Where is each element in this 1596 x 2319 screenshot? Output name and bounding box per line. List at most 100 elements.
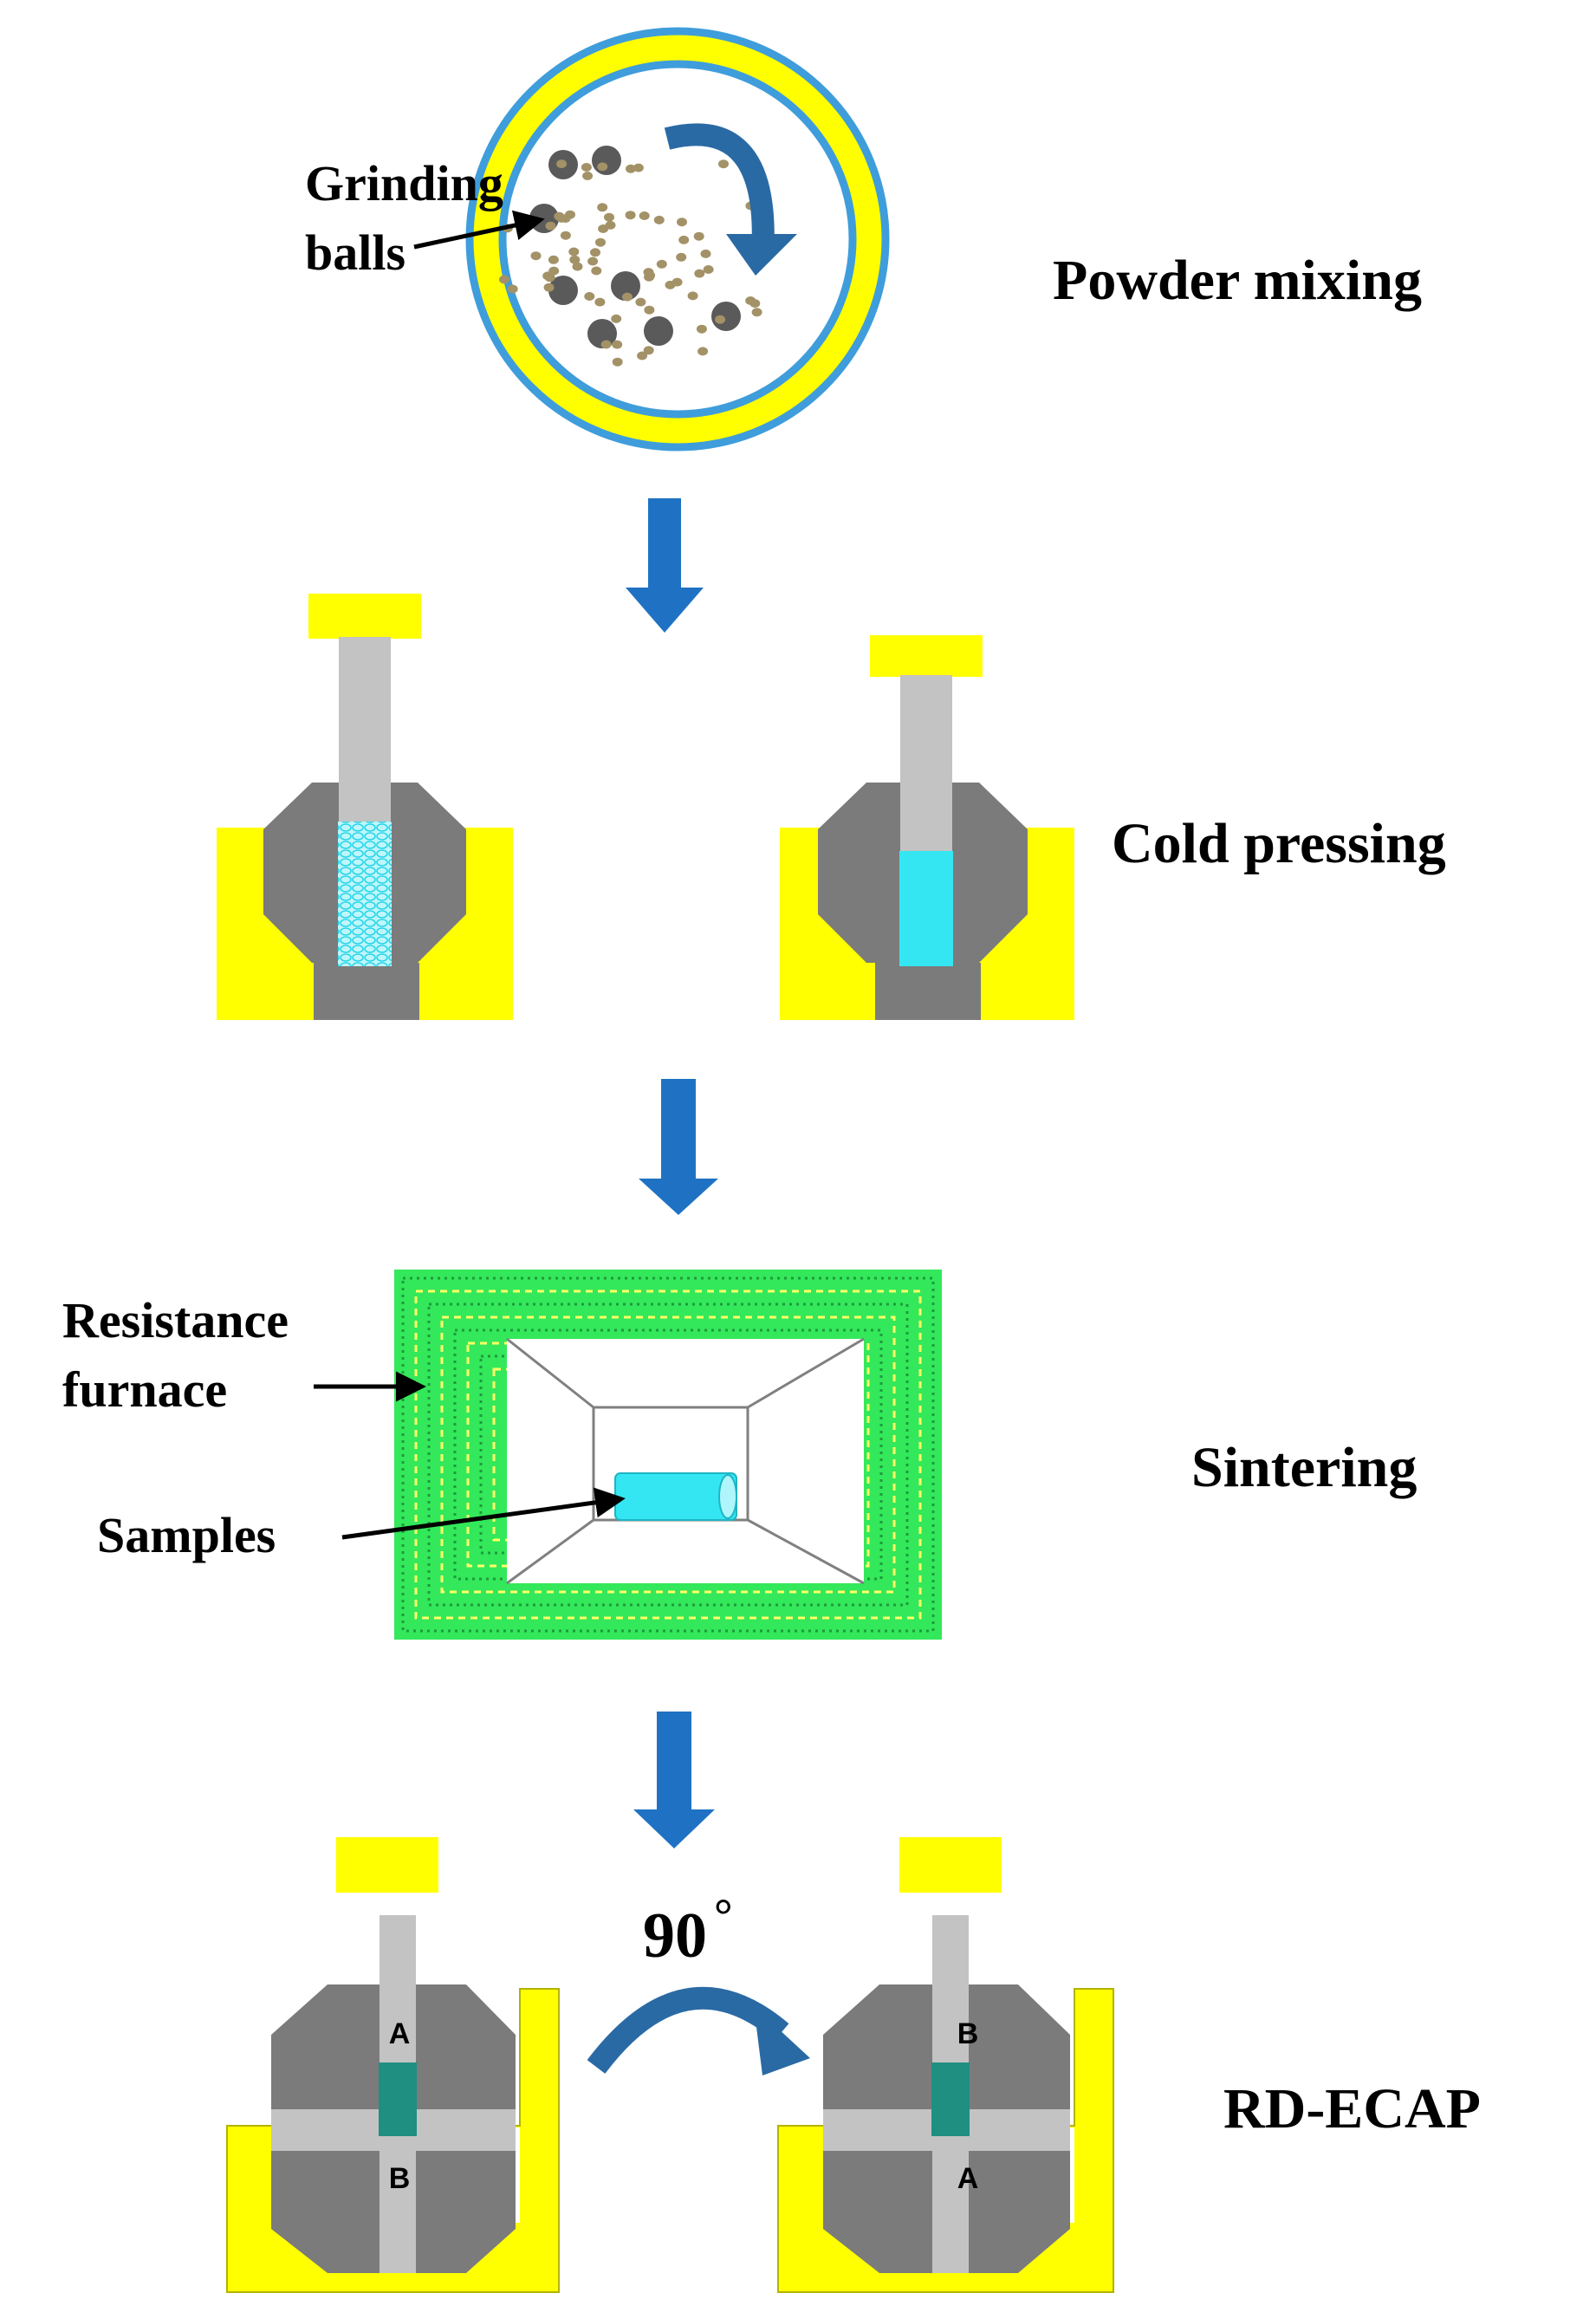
heating-coil — [427, 1302, 909, 1607]
ecap-left-bottom-label: B — [389, 2162, 411, 2195]
ecap-die-left: A B — [226, 1837, 560, 2293]
rd-ecap-step: A B 90° B A RD-ECAP — [226, 1837, 1481, 2293]
ball-mill-jar — [465, 27, 890, 451]
sintering-step: Resistance furnace Samples Sintering — [62, 1270, 1417, 1640]
powder-mixing-title: Powder mixing — [1053, 249, 1422, 312]
furnace-callout-line1: Resistance — [62, 1292, 289, 1348]
powder-particle — [569, 255, 581, 264]
powder-particle — [637, 351, 648, 361]
powder-particle — [554, 211, 565, 221]
ecap-right-top-label: B — [957, 2017, 979, 2050]
powder-particle — [633, 163, 644, 172]
sintering-title: Sintering — [1191, 1436, 1417, 1499]
powder-particle — [598, 224, 609, 233]
grinding-balls-pointer — [413, 210, 545, 250]
powder-particle — [626, 164, 636, 173]
powder-particle — [665, 280, 676, 289]
powder-particle — [656, 259, 667, 269]
powder-particle — [545, 221, 556, 231]
powder-particle — [587, 257, 599, 266]
powder-particle — [568, 247, 580, 257]
powder-particle — [715, 315, 726, 324]
powder-particle — [548, 266, 560, 276]
powder-particle — [644, 305, 655, 315]
powder-particle — [703, 265, 714, 274]
ecap-die-right: B A — [777, 1837, 1114, 2293]
powder-particle — [612, 340, 623, 349]
powder-particle — [643, 346, 654, 355]
grinding-callout-line2: balls — [305, 224, 405, 281]
powder-particle — [565, 210, 575, 219]
powder-particle — [639, 211, 650, 220]
powder-particle — [595, 237, 606, 247]
heating-coil — [440, 1315, 896, 1594]
samples-callout: Samples — [97, 1507, 276, 1563]
powder-particle — [696, 324, 707, 334]
powder-particle — [548, 255, 559, 264]
powder-particle — [718, 159, 729, 169]
powder-particle — [560, 231, 571, 240]
ecap-right-bottom-label: A — [957, 2162, 979, 2195]
cold-press-die-powder — [217, 594, 513, 1020]
curved-rotate-arrow-head-icon — [754, 2006, 810, 2075]
powder-particle — [697, 347, 709, 356]
powder-and-balls — [499, 146, 772, 367]
rd-ecap-title: RD-ECAP — [1223, 2077, 1481, 2140]
powder-particle — [590, 248, 600, 257]
powder-particle — [499, 275, 509, 284]
powder-particle — [581, 163, 592, 172]
powder-particle — [604, 212, 614, 222]
powder-particle — [643, 268, 654, 277]
curved-rotate-arrow-icon — [587, 1986, 789, 2074]
resistance-furnace — [394, 1270, 942, 1640]
cold-pressing-title: Cold pressing — [1112, 812, 1446, 875]
powder-particle — [582, 172, 594, 180]
powder-particle — [611, 314, 622, 323]
powder-particle — [594, 297, 606, 307]
rotate-arrow-head-icon — [726, 234, 797, 276]
ecap-left-top-label: A — [389, 2017, 411, 2050]
cold-press-die-compact — [780, 635, 1074, 1020]
powder-particle — [591, 266, 602, 276]
powder-particle — [749, 299, 761, 309]
heating-coil — [414, 1289, 922, 1620]
powder-particle — [635, 297, 646, 307]
powder-particle — [625, 211, 636, 220]
powder-particle — [597, 203, 608, 212]
powder-mixing-step: Grinding balls Powder mixing — [305, 27, 1422, 451]
powder-particle — [584, 292, 595, 301]
powder-particle — [507, 284, 518, 294]
down-arrow-icon — [626, 498, 704, 633]
powder-particle — [572, 262, 583, 271]
grinding-ball — [611, 271, 640, 301]
powder-particle — [751, 308, 762, 317]
powder-particle — [677, 218, 687, 227]
powder-particle — [530, 251, 542, 261]
grinding-ball — [711, 302, 741, 331]
sintering-sample — [614, 1472, 737, 1521]
powder-particle — [687, 291, 698, 301]
rotate-arrow-icon — [664, 123, 775, 257]
powder-particle — [653, 215, 665, 224]
cold-pressing-step: Cold pressing — [217, 594, 1446, 1020]
powder-particle — [694, 269, 705, 278]
grinding-callout-line1: Grinding — [305, 155, 503, 211]
rotation-angle: 90° — [643, 1889, 733, 1971]
powder-particle — [700, 249, 711, 258]
grinding-ball — [548, 276, 578, 305]
heating-coil — [401, 1276, 935, 1633]
powder-particle — [622, 292, 633, 302]
powder-particle — [597, 162, 608, 172]
powder-particle — [693, 231, 704, 241]
powder-particle — [543, 283, 555, 292]
powder-particle — [544, 273, 555, 283]
powder-particle — [678, 235, 690, 244]
down-arrow-icon — [633, 1712, 715, 1848]
powder-particle — [676, 252, 687, 262]
down-arrow-icon — [639, 1079, 718, 1215]
powder-particle — [612, 357, 623, 367]
powder-particle — [600, 340, 612, 349]
samples-pointer — [341, 1487, 626, 1540]
grinding-ball — [644, 316, 673, 346]
